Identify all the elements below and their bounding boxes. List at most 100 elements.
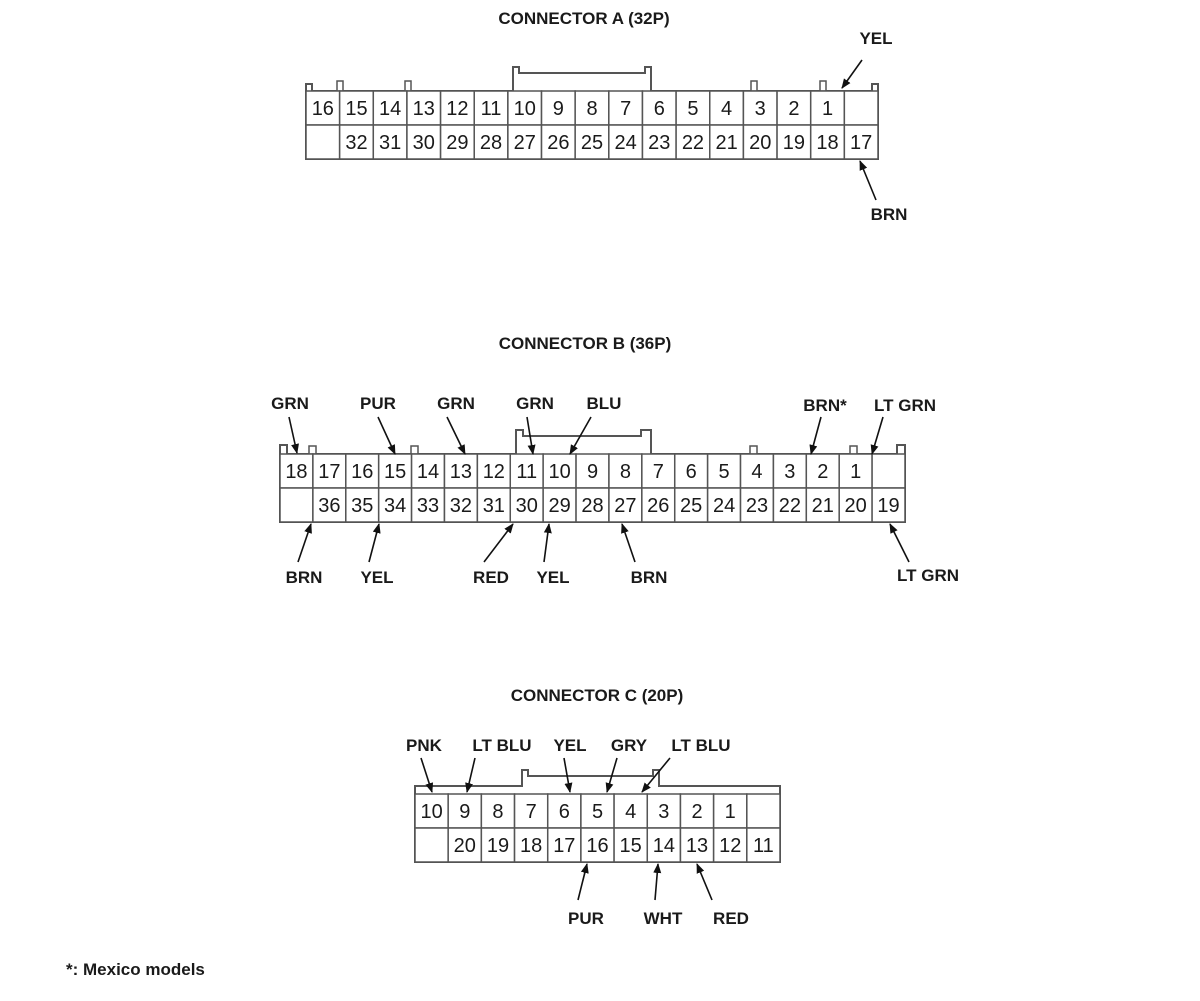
pin-cell	[513, 827, 549, 863]
wire-label-yel-pin6: YEL	[553, 736, 586, 755]
pin-number-26: 26	[647, 495, 669, 517]
pin-number-34: 34	[384, 495, 406, 517]
pin-number-6: 6	[686, 461, 697, 483]
pin-number-5: 5	[687, 98, 698, 120]
footnote: *: Mexico models	[66, 960, 205, 979]
arrow-pin19	[889, 523, 910, 563]
pin-number-20: 20	[454, 835, 476, 857]
blank-cell	[414, 827, 449, 863]
pin-number-16: 16	[351, 461, 373, 483]
connector-a-title: CONNECTOR A (32P)	[498, 9, 669, 28]
pin-number-10: 10	[514, 98, 536, 120]
pin-number-10: 10	[548, 461, 570, 483]
pin-cell	[673, 487, 709, 523]
arrow-pin1	[870, 416, 884, 455]
pin-cell	[509, 453, 544, 489]
wire-label-yel-pin34: YEL	[360, 568, 393, 587]
pin-cell	[338, 124, 375, 160]
pin-number-13: 13	[450, 461, 472, 483]
arrow-pin29	[543, 523, 552, 563]
pin-number-13: 13	[686, 835, 708, 857]
pin-number-25: 25	[581, 132, 603, 154]
pin-number-7: 7	[526, 801, 537, 823]
pin-number-33: 33	[417, 495, 439, 517]
pin-cell	[679, 827, 715, 863]
arrow-pin1	[841, 59, 863, 89]
pin-cell	[809, 124, 846, 160]
pin-number-18: 18	[285, 461, 307, 483]
wire-label-yel-pin29: YEL	[536, 568, 569, 587]
pin-number-36: 36	[318, 495, 340, 517]
pin-number-11: 11	[753, 835, 774, 857]
pin-number-20: 20	[845, 495, 867, 517]
pin-number-2: 2	[817, 461, 828, 483]
pin-number-28: 28	[581, 495, 603, 517]
pin-number-19: 19	[877, 495, 899, 517]
pin-number-27: 27	[614, 495, 636, 517]
arrow-pin3	[809, 416, 822, 455]
arrow-pin14	[653, 863, 662, 901]
pin-cell	[613, 827, 649, 863]
wire-label-pur-pin16: PUR	[568, 909, 604, 928]
pin-number-31: 31	[483, 495, 505, 517]
pin-cell	[871, 487, 906, 523]
pin-number-27: 27	[514, 132, 536, 154]
connector-a-arrows	[841, 59, 877, 201]
pin-number-14: 14	[653, 835, 675, 857]
pin-cell	[580, 793, 615, 829]
wire-label-brn-pin36: BRN	[286, 568, 323, 587]
pin-cell	[776, 124, 812, 160]
pin-cell	[345, 453, 380, 489]
blank-cell	[279, 487, 314, 523]
pin-number-1: 1	[822, 98, 833, 120]
pin-number-24: 24	[713, 495, 735, 517]
pin-number-22: 22	[682, 132, 704, 154]
arrow-pin10	[569, 416, 592, 455]
pin-number-5: 5	[592, 801, 603, 823]
arrow-pin9	[465, 757, 476, 793]
pin-cell	[739, 487, 775, 523]
connector-c-title: CONNECTOR C (20P)	[511, 686, 684, 705]
arrow-pin13	[446, 416, 466, 455]
blank-cell	[746, 793, 781, 829]
pin-number-2: 2	[691, 801, 702, 823]
pin-number-14: 14	[379, 98, 401, 120]
pin-cell	[279, 453, 314, 489]
pin-cell	[709, 124, 745, 160]
arrow-pin15	[377, 416, 396, 455]
pin-number-32: 32	[345, 132, 367, 154]
pin-number-4: 4	[751, 461, 762, 483]
pin-cell	[646, 793, 682, 829]
pin-cell	[608, 124, 644, 160]
pin-cell	[476, 487, 512, 523]
wire-label-pur-pin15: PUR	[360, 394, 396, 413]
arrow-pin34	[368, 523, 381, 563]
pin-number-3: 3	[755, 98, 766, 120]
pin-cell	[372, 124, 408, 160]
pin-cell	[406, 124, 442, 160]
pin-number-9: 9	[553, 98, 564, 120]
arrow-pin16	[577, 863, 589, 901]
wire-label-red-pin13: RED	[713, 909, 749, 928]
wire-label-pnk-pin10: PNK	[406, 736, 443, 755]
arrow-pin5	[605, 757, 618, 793]
pin-number-6: 6	[559, 801, 570, 823]
pin-cell	[675, 124, 711, 160]
pin-cell	[772, 487, 808, 523]
connector-c-arrows	[420, 757, 713, 901]
wire-label-ltblu-pin4: LT BLU	[671, 736, 730, 755]
pin-cell	[377, 487, 413, 523]
connector-a-wire-labels: YEL BRN	[859, 29, 907, 224]
pin-number-4: 4	[721, 98, 732, 120]
pin-cell	[542, 487, 577, 523]
pin-cell	[843, 124, 879, 160]
pin-number-28: 28	[480, 132, 502, 154]
wire-label-blu-pin10: BLU	[587, 394, 622, 413]
pin-cell	[805, 487, 840, 523]
pin-number-13: 13	[413, 98, 435, 120]
pin-cell	[473, 124, 509, 160]
